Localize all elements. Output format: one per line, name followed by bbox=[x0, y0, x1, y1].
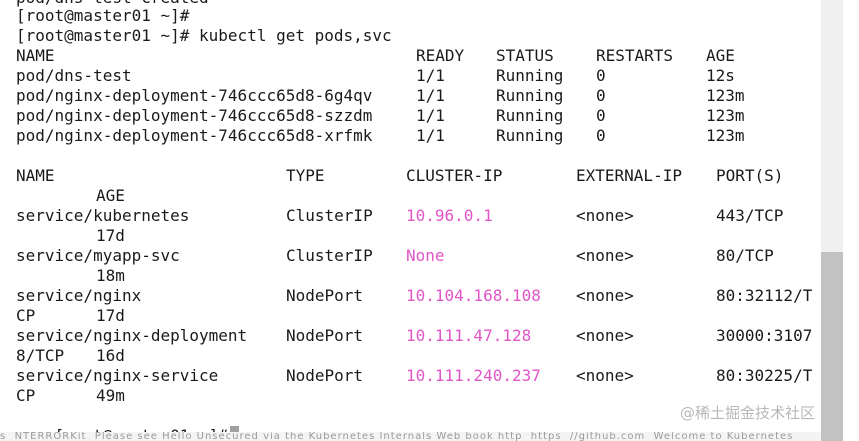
pod-age: 123m bbox=[706, 106, 745, 125]
pods-header-ready: READY bbox=[416, 46, 465, 65]
svc-type: ClusterIP bbox=[286, 206, 373, 225]
watermark: @稀土掘金技术社区 bbox=[680, 404, 816, 422]
final-prompt-line[interactable]: [root@master01 ~]# bbox=[16, 406, 239, 441]
svc-name: service/myapp-svc bbox=[16, 246, 180, 265]
services-header-wrap: AGE bbox=[16, 186, 125, 206]
svc-name: service/nginx-service bbox=[16, 366, 219, 385]
svc-external-ip: <none> bbox=[576, 246, 634, 265]
service-row: service/nginx NodePort 10.104.168.108 <n… bbox=[16, 286, 812, 306]
svc-ports-wrap: 8/TCP bbox=[16, 346, 65, 365]
svc-ports-wrap: CP bbox=[16, 306, 36, 325]
pod-ready: 1/1 bbox=[416, 106, 445, 125]
svc-type: ClusterIP bbox=[286, 246, 373, 265]
svc-ports: 443/TCP bbox=[716, 206, 784, 225]
svc-ports: 80/TCP bbox=[716, 246, 774, 265]
svc-cluster-ip: 10.104.168.108 bbox=[406, 286, 541, 305]
pod-row: pod/nginx-deployment-746ccc65d8-xrfmk 1/… bbox=[16, 126, 745, 146]
service-row: service/nginx-service NodePort 10.111.24… bbox=[16, 366, 812, 386]
pod-status: Running bbox=[496, 126, 564, 145]
pod-status: Running bbox=[496, 66, 564, 85]
svc-ports-wrap: CP bbox=[16, 386, 36, 405]
pod-ready: 1/1 bbox=[416, 126, 445, 145]
pod-ready: 1/1 bbox=[416, 86, 445, 105]
svc-type: NodePort bbox=[286, 366, 364, 385]
svc-external-ip: <none> bbox=[576, 366, 634, 385]
pods-header-status: STATUS bbox=[496, 46, 554, 65]
svc-ports: 80:32112/T bbox=[716, 286, 813, 305]
service-row: service/kubernetes ClusterIP 10.96.0.1 <… bbox=[16, 206, 783, 226]
pod-age: 12s bbox=[706, 66, 735, 85]
services-header-row: NAME TYPE CLUSTER-IP EXTERNAL-IP PORT(S) bbox=[16, 166, 783, 186]
svc-cluster-ip: 10.111.47.128 bbox=[406, 326, 532, 345]
svc-cluster-ip: None bbox=[406, 246, 445, 265]
svc-cluster-ip: 10.96.0.1 bbox=[406, 206, 493, 225]
svc-header-cluster-ip: CLUSTER-IP bbox=[406, 166, 503, 185]
svc-age: 18m bbox=[96, 266, 125, 285]
pod-age: 123m bbox=[706, 126, 745, 145]
svc-external-ip: <none> bbox=[576, 286, 634, 305]
pod-name: pod/nginx-deployment-746ccc65d8-szzdm bbox=[16, 106, 373, 125]
svc-age: 17d bbox=[96, 306, 125, 325]
command-line: [root@master01 ~]# kubectl get pods,svc bbox=[16, 26, 392, 45]
svc-ports: 30000:3107 bbox=[716, 326, 813, 345]
pods-header-name: NAME bbox=[16, 46, 55, 65]
service-row-wrap: 17d bbox=[16, 226, 125, 246]
pod-name: pod/nginx-deployment-746ccc65d8-xrfmk bbox=[16, 126, 373, 145]
svc-header-age: AGE bbox=[96, 186, 125, 205]
pod-name: pod/nginx-deployment-746ccc65d8-6g4qv bbox=[16, 86, 373, 105]
svc-cluster-ip: 10.111.240.237 bbox=[406, 366, 541, 385]
pod-age: 123m bbox=[706, 86, 745, 105]
svc-header-name: NAME bbox=[16, 166, 55, 185]
pod-restarts: 0 bbox=[596, 66, 606, 85]
pods-header-age: AGE bbox=[706, 46, 735, 65]
pod-restarts: 0 bbox=[596, 106, 606, 125]
svc-external-ip: <none> bbox=[576, 326, 634, 345]
previous-output-line: pod/dns-test created bbox=[16, 0, 209, 8]
service-row-wrap: 8/TCP 16d bbox=[16, 346, 125, 366]
service-row: service/myapp-svc ClusterIP None <none> … bbox=[16, 246, 774, 266]
service-row-wrap: 18m bbox=[16, 266, 125, 286]
pod-row: pod/nginx-deployment-746ccc65d8-6g4qv 1/… bbox=[16, 86, 745, 106]
svc-external-ip: <none> bbox=[576, 206, 634, 225]
svc-header-ports: PORT(S) bbox=[716, 166, 784, 185]
svc-header-type: TYPE bbox=[286, 166, 325, 185]
pods-header-row: NAME READY STATUS RESTARTS AGE bbox=[16, 46, 735, 66]
pod-name: pod/dns-test bbox=[16, 66, 132, 85]
pod-restarts: 0 bbox=[596, 126, 606, 145]
svc-header-external-ip: EXTERNAL-IP bbox=[576, 166, 682, 185]
svc-age: 49m bbox=[96, 386, 125, 405]
pod-ready: 1/1 bbox=[416, 66, 445, 85]
service-row-wrap: CP 17d bbox=[16, 306, 125, 326]
pods-header-restarts: RESTARTS bbox=[596, 46, 674, 65]
scrollbar-thumb[interactable] bbox=[821, 252, 843, 441]
svc-age: 17d bbox=[96, 226, 125, 245]
pod-status: Running bbox=[496, 86, 564, 105]
shell-prompt: [root@master01 ~]# bbox=[16, 6, 190, 25]
svc-name: service/nginx bbox=[16, 286, 142, 305]
service-row: service/nginx-deployment NodePort 10.111… bbox=[16, 326, 812, 346]
pod-row: pod/dns-test 1/1 Running 0 12s bbox=[16, 66, 735, 86]
pod-restarts: 0 bbox=[596, 86, 606, 105]
bottom-text-strip: s NTERRORKit Please see Hello Unsecured … bbox=[0, 432, 821, 441]
pod-status: Running bbox=[496, 106, 564, 125]
svc-type: NodePort bbox=[286, 326, 364, 345]
service-row-wrap: CP 49m bbox=[16, 386, 125, 406]
svc-type: NodePort bbox=[286, 286, 364, 305]
svc-age: 16d bbox=[96, 346, 125, 365]
svc-name: service/nginx-deployment bbox=[16, 326, 248, 345]
svc-name: service/kubernetes bbox=[16, 206, 190, 225]
pod-row: pod/nginx-deployment-746ccc65d8-szzdm 1/… bbox=[16, 106, 745, 126]
svc-ports: 80:30225/T bbox=[716, 366, 813, 385]
